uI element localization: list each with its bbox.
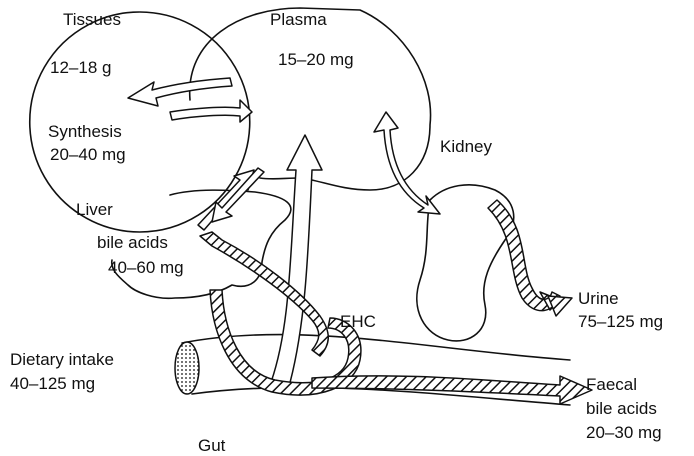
synthesis-amount-label: 20–40 mg [50,145,126,164]
ehc-label: EHC [340,312,376,331]
faecal-excretion-arrow [312,376,592,404]
plasma-to-tissues-arrow [128,78,232,106]
tissues-label: Tissues [63,10,121,29]
faecal-bile-acids-label: bile acids [586,399,657,418]
liver-label: Liver [76,200,113,219]
gut-label: Gut [198,436,226,455]
kidney-label: Kidney [440,137,492,156]
liver-bile-acids-label: bile acids [97,233,168,252]
synthesis-label: Synthesis [48,122,122,141]
tissues-to-plasma-arrow [170,100,252,122]
urine-arrow-head [548,296,572,316]
faecal-label: Faecal [586,375,637,394]
urine-excretion-arrow [488,200,560,311]
gut-opening [175,342,199,394]
plasma-amount-label: 15–20 mg [278,50,354,69]
urine-label: Urine [578,289,619,308]
dietary-intake-label: Dietary intake [10,350,114,369]
liver-amount-label: 40–60 mg [108,258,184,277]
faecal-amount-label: 20–30 mg [586,423,662,442]
dietary-amount-label: 40–125 mg [10,374,95,393]
liver-to-plasma-arrow [198,170,254,230]
urine-amount-label: 75–125 mg [578,312,663,331]
tissues-amount-label: 12–18 g [50,58,111,77]
plasma-label: Plasma [270,10,327,29]
